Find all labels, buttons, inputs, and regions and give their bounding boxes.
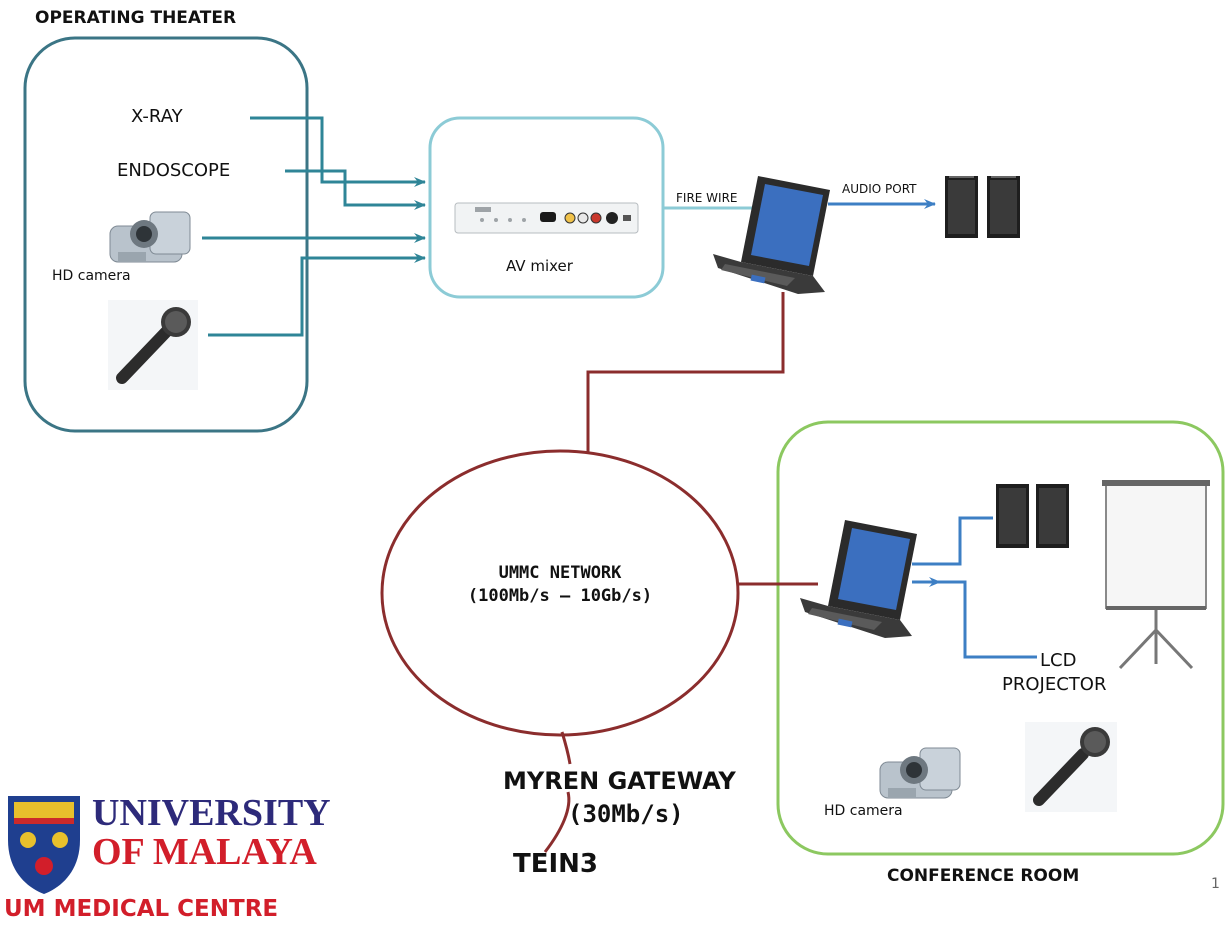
ummc-network-speed: (100Mb/s – 10Gb/s)	[467, 586, 653, 606]
medical-centre-label: UM MEDICAL CENTRE	[4, 896, 279, 922]
av-mixer-label: AV mixer	[506, 257, 573, 275]
conference-microphone-icon	[1025, 722, 1117, 812]
university-line-2: OF MALAYA	[92, 831, 317, 873]
university-line-1: UNIVERSITY	[92, 792, 331, 834]
conference-speakers-icon	[996, 484, 1069, 548]
conference-room-title: CONFERENCE ROOM	[887, 866, 1080, 886]
theater-signal-lines	[202, 116, 426, 337]
operating-theater-box	[23, 36, 309, 433]
page-number: 1	[1211, 876, 1220, 892]
tein3-label: TEIN3	[513, 849, 599, 879]
myren-gateway-name: MYREN GATEWAY	[503, 767, 736, 795]
av-mixer-device-icon	[454, 202, 639, 234]
speakers-icon	[945, 176, 1020, 238]
fire-wire-label: FIRE WIRE	[676, 191, 738, 205]
laptop-icon	[713, 176, 830, 294]
conference-hd-camera-label: HD camera	[824, 803, 903, 819]
lcd-label: LCD	[1040, 650, 1077, 671]
endoscope-label: ENDOSCOPE	[117, 160, 231, 181]
projector-label: PROJECTOR	[1002, 674, 1107, 695]
myren-gateway-speed: (30Mb/s)	[568, 800, 684, 828]
microphone-icon	[108, 300, 198, 390]
university-crest-icon	[8, 796, 80, 894]
conference-laptop-icon	[800, 520, 917, 638]
conference-room-box	[776, 420, 1225, 856]
ummc-network-name: UMMC NETWORK	[498, 563, 622, 583]
hd-camera-icon	[109, 211, 191, 263]
audio-port-label: AUDIO PORT	[842, 182, 917, 196]
projector-screen-icon	[1102, 480, 1210, 670]
conference-hd-camera-icon	[879, 747, 961, 799]
operating-theater-title: OPERATING THEATER	[35, 8, 237, 28]
ummc-network-ellipse	[380, 449, 740, 737]
xray-label: X-RAY	[131, 106, 183, 127]
hd-camera-label: HD camera	[52, 268, 131, 284]
conference-output-lines	[912, 516, 1037, 659]
